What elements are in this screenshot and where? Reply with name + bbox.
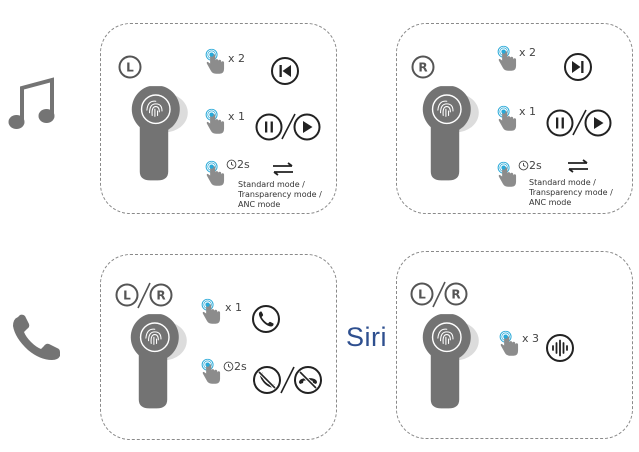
- play-pause-icon: [546, 109, 612, 137]
- long-press-hand-icon: [201, 358, 223, 386]
- svg-text:R: R: [451, 288, 460, 302]
- left-right-badge: L R: [115, 282, 173, 309]
- tap-count: x 3: [522, 332, 540, 345]
- switch-arrows-icon: [273, 162, 293, 176]
- anc-mode-list: Standard mode / Transparency mode / ANC …: [238, 180, 322, 209]
- tap-count: x 2: [519, 46, 537, 59]
- tap-count: x 1: [228, 110, 246, 123]
- left-badge: L: [118, 55, 142, 79]
- svg-text:L: L: [418, 288, 426, 302]
- previous-track-icon: [271, 57, 299, 85]
- long-press-hand-icon: [497, 161, 519, 189]
- triple-tap-hand-icon: [499, 330, 521, 358]
- earbud-call: [121, 314, 201, 412]
- hold-duration: 2s: [237, 158, 250, 171]
- earbud-siri: [413, 314, 493, 412]
- music-note-icon: [8, 77, 55, 129]
- hold-duration: 2s: [234, 360, 247, 373]
- svg-text:R: R: [418, 61, 427, 75]
- right-badge: R: [411, 55, 435, 79]
- tap-count: x 1: [519, 105, 537, 118]
- single-tap-hand-icon: [205, 108, 227, 136]
- call-panel: [100, 254, 337, 440]
- long-press-hand-icon: [205, 160, 227, 188]
- clock-icon: [226, 159, 237, 170]
- phone-icon: [13, 314, 60, 360]
- voice-assistant-icon: [546, 334, 574, 362]
- music-left-panel: [100, 23, 337, 214]
- svg-text:L: L: [126, 61, 134, 75]
- tap-count: x 2: [228, 52, 246, 65]
- answer-call-icon: [252, 305, 280, 333]
- single-tap-hand-icon: [497, 105, 519, 133]
- left-right-badge: L R: [410, 281, 468, 308]
- double-tap-hand-icon: [205, 48, 227, 76]
- single-tap-hand-icon: [201, 298, 223, 326]
- earbud-left-music: [122, 86, 202, 184]
- clock-icon: [223, 361, 234, 372]
- double-tap-hand-icon: [497, 45, 519, 73]
- clock-icon: [518, 160, 529, 171]
- siri-label: Siri: [346, 322, 387, 352]
- svg-text:R: R: [156, 289, 165, 303]
- hold-duration: 2s: [529, 159, 542, 172]
- reject-end-call-icon: [253, 366, 322, 394]
- earbud-right-music: [413, 86, 493, 184]
- anc-mode-list: Standard mode / Transparency mode / ANC …: [529, 178, 613, 207]
- switch-arrows-icon: [568, 159, 588, 173]
- music-right-panel: [396, 23, 633, 214]
- play-pause-icon: [255, 113, 321, 141]
- siri-panel: [396, 251, 633, 439]
- next-track-icon: [564, 53, 592, 81]
- tap-count: x 1: [225, 301, 243, 314]
- svg-text:L: L: [123, 289, 131, 303]
